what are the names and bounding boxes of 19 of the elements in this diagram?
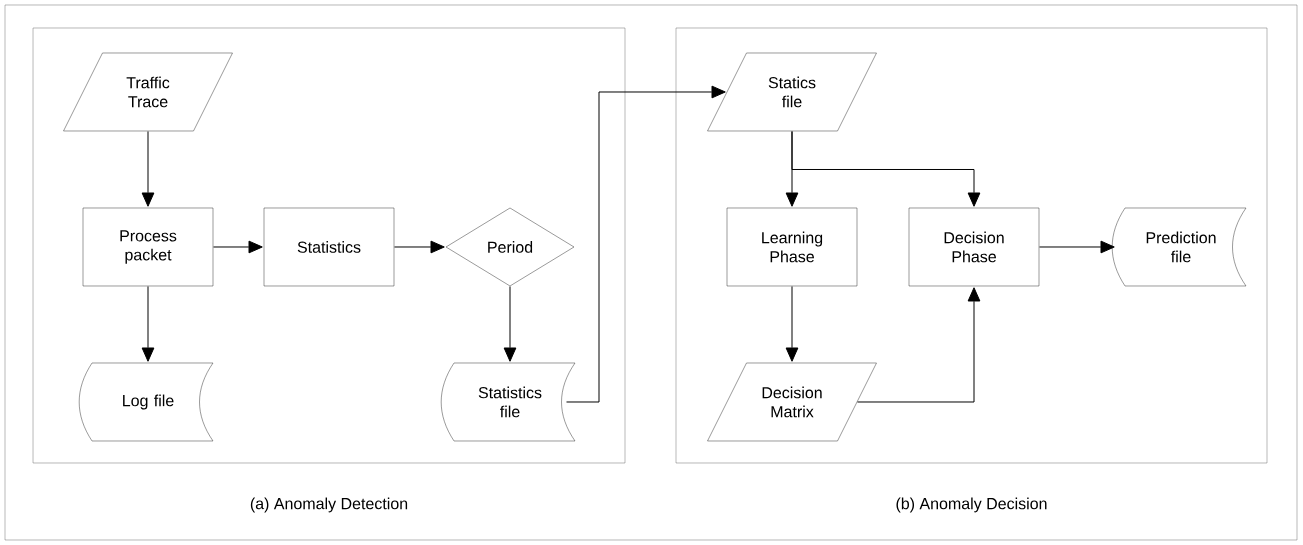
arrow	[141, 286, 155, 362]
arrow	[141, 131, 155, 207]
process-box: Statistics	[263, 207, 395, 287]
arrow	[566, 85, 726, 403]
arrow	[394, 240, 445, 254]
arrow	[1039, 240, 1115, 254]
data-parallelogram: Decision Matrix	[707, 362, 877, 442]
process-box: Learning Phase	[726, 207, 858, 287]
arrow	[213, 240, 263, 254]
arrow	[857, 287, 981, 403]
node-label: (a) Anomaly Detection	[250, 497, 408, 513]
arrow	[785, 286, 799, 362]
data-parallelogram: Traffic Trace	[63, 52, 233, 132]
arrow	[503, 286, 517, 362]
node-label: (b) Anomaly Decision	[896, 497, 1047, 513]
process-box: Process packet	[82, 207, 214, 287]
process-box: Decision Phase	[908, 207, 1040, 287]
data-parallelogram: Statics file	[707, 52, 877, 132]
arrow	[791, 131, 981, 207]
